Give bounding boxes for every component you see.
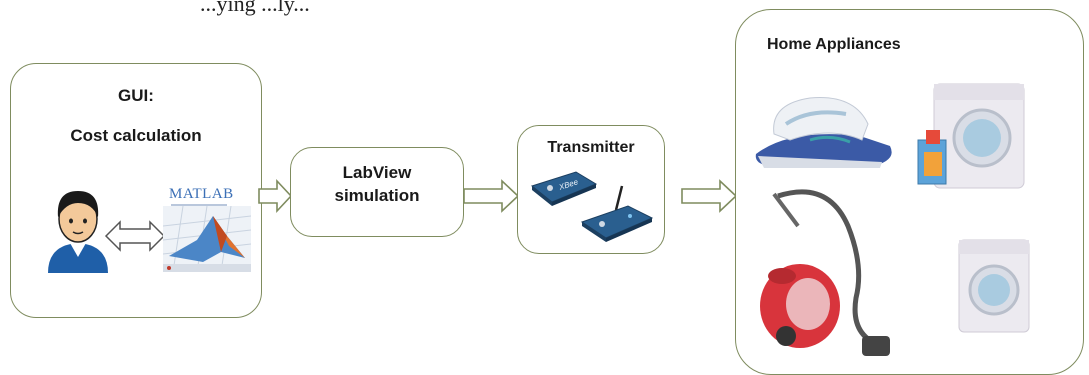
labview-line1: LabView — [342, 163, 412, 182]
washing-machine-icon-1 — [917, 83, 1025, 189]
gui-title: GUI: — [118, 86, 154, 105]
xbee-module-antenna-icon — [580, 185, 654, 242]
flow-arrow-3 — [681, 179, 738, 213]
flow-arrow-2 — [463, 179, 520, 213]
matlab-logo: MATLAB — [163, 182, 251, 272]
home-appliances-title: Home Appliances — [767, 36, 901, 53]
flow-arrow-1 — [258, 178, 293, 214]
gui-subtitle: Cost calculation — [70, 126, 202, 145]
iron-icon — [755, 97, 892, 168]
vacuum-cleaner-icon — [760, 189, 890, 356]
xbee-module-icon: XBee — [530, 171, 598, 206]
labview-box — [290, 147, 464, 237]
transmitter-title: Transmitter — [547, 139, 635, 156]
user-person-icon — [48, 191, 108, 273]
matlab-logo-text: MATLAB — [169, 186, 234, 202]
gui-box — [10, 63, 262, 318]
caption-fragment: ...ying ...ly... — [200, 0, 310, 16]
matlab-membrane-icon — [163, 206, 251, 272]
labview-line2: simulation — [334, 186, 420, 205]
washing-machine-icon-2 — [958, 239, 1030, 333]
bidirectional-arrow — [104, 220, 166, 252]
